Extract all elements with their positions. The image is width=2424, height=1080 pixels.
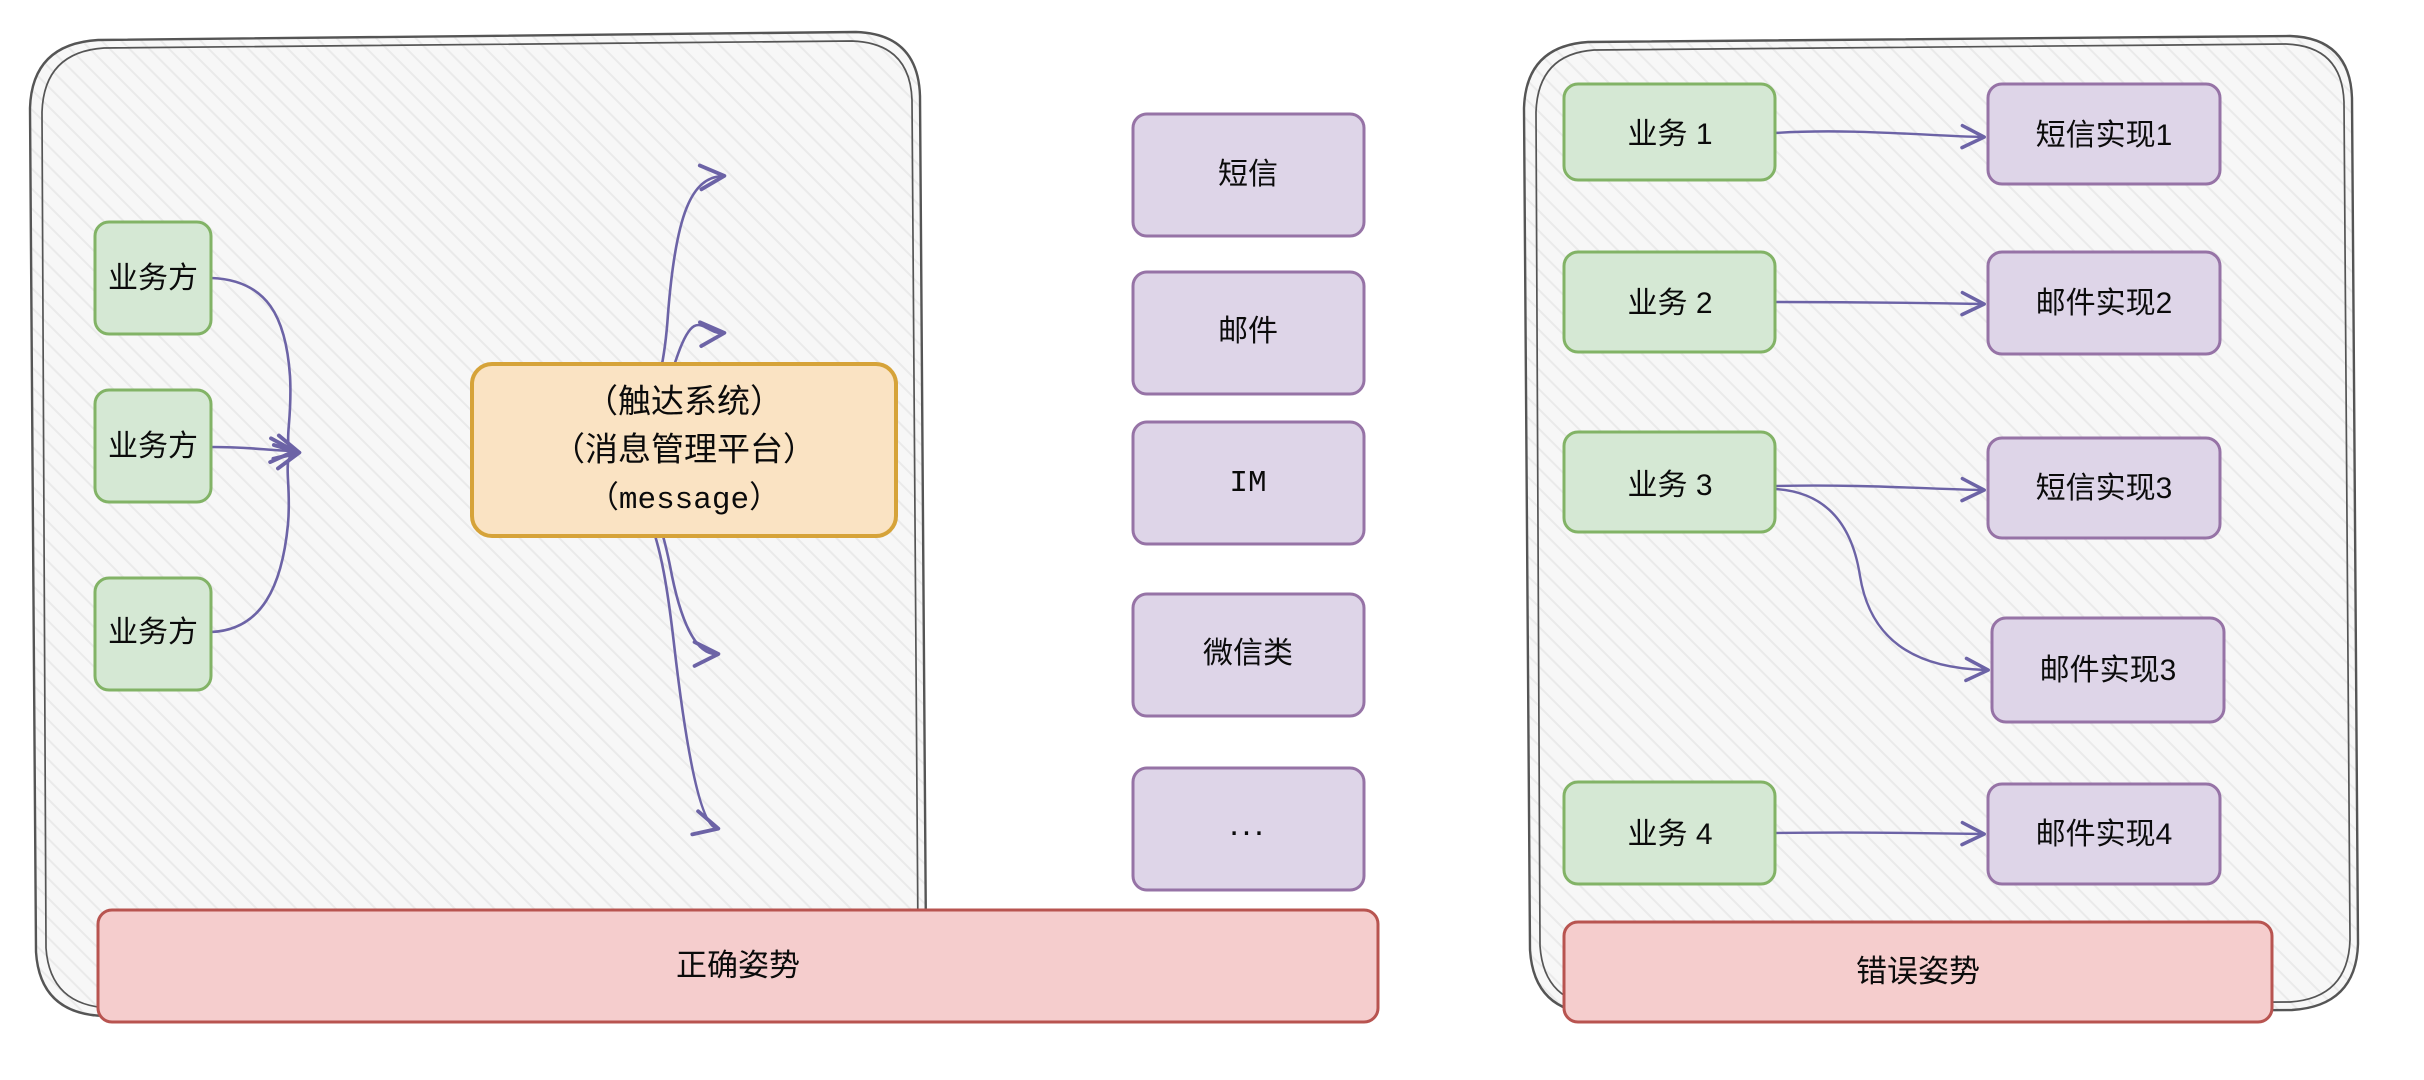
impl-node-mail3-label: 邮件实现3 xyxy=(2040,654,2177,687)
channel-node-wechat-box[interactable] xyxy=(1131,592,1366,718)
channel-node-mail-label: 邮件 xyxy=(1218,315,1278,348)
business-node-2-label: 业务 2 xyxy=(1627,287,1712,320)
impl-node-mail3-box[interactable] xyxy=(1990,616,2226,724)
edge-biz4-mail4 xyxy=(1773,820,1986,847)
channel-node-more-label: ... xyxy=(1229,805,1266,843)
correct-banner-box[interactable] xyxy=(96,908,1380,1024)
channel-node-mail[interactable]: 邮件 xyxy=(1131,270,1366,396)
source-node-1-box[interactable] xyxy=(93,220,213,336)
hub-node-line-2: （消息管理平台） xyxy=(552,431,816,468)
impl-node-mail4-label: 邮件实现4 xyxy=(2036,818,2173,851)
impl-node-sms3[interactable]: 短信实现3 xyxy=(1986,436,2222,540)
source-node-3[interactable]: 业务方 xyxy=(93,576,213,692)
impl-node-sms3-label: 短信实现3 xyxy=(2036,472,2173,505)
channel-node-more-box[interactable] xyxy=(1131,766,1366,892)
business-node-3-box[interactable] xyxy=(1562,430,1777,534)
business-node-4-box[interactable] xyxy=(1562,780,1777,886)
correct-banner-label: 正确姿势 xyxy=(676,948,800,983)
source-node-1-label: 业务方 xyxy=(108,262,198,295)
impl-node-mail2-label: 邮件实现2 xyxy=(2036,287,2173,320)
impl-node-mail4[interactable]: 邮件实现4 xyxy=(1986,782,2222,886)
channel-node-more[interactable]: ... xyxy=(1131,766,1366,892)
channel-node-im-label: IM xyxy=(1229,466,1266,501)
impl-node-sms1-box[interactable] xyxy=(1986,82,2222,186)
business-node-1-box[interactable] xyxy=(1562,82,1777,182)
channel-node-sms[interactable]: 短信 xyxy=(1131,112,1366,238)
impl-node-sms3-box[interactable] xyxy=(1986,436,2222,540)
hub-node-line-1: （触达系统） xyxy=(585,383,783,420)
business-node-2[interactable]: 业务 2 xyxy=(1562,250,1777,354)
channel-node-sms-label: 短信 xyxy=(1218,158,1278,191)
edge-src3-hub xyxy=(209,443,302,634)
source-node-1[interactable]: 业务方 xyxy=(93,220,213,336)
hub-node[interactable]: （触达系统） （消息管理平台） （message） xyxy=(470,362,898,538)
impl-node-mail2[interactable]: 邮件实现2 xyxy=(1986,250,2222,356)
impl-node-sms1[interactable]: 短信实现1 xyxy=(1986,82,2222,186)
impl-node-mail3[interactable]: 邮件实现3 xyxy=(1990,616,2226,724)
wrong-banner[interactable]: 错误姿势 xyxy=(1562,920,2274,1024)
source-node-2-box[interactable] xyxy=(93,388,213,504)
impl-node-mail2-box[interactable] xyxy=(1986,250,2222,356)
hub-node-box[interactable] xyxy=(470,362,898,538)
channel-node-wechat[interactable]: 微信类 xyxy=(1131,592,1366,718)
business-node-1[interactable]: 业务 1 xyxy=(1562,82,1777,182)
correct-panel: 业务方 业务方 业务方 （触达系统） （消息管理平台） （message） 短信… xyxy=(28,30,1380,1024)
channel-node-sms-box[interactable] xyxy=(1131,112,1366,238)
business-node-2-box[interactable] xyxy=(1562,250,1777,354)
correct-banner[interactable]: 正确姿势 xyxy=(96,908,1380,1024)
business-node-4-label: 业务 4 xyxy=(1627,818,1712,851)
hub-node-line-3: （message） xyxy=(588,482,780,518)
channel-node-wechat-label: 微信类 xyxy=(1203,637,1293,670)
impl-node-mail4-box[interactable] xyxy=(1986,782,2222,886)
business-node-3-label: 业务 3 xyxy=(1627,469,1712,502)
edges-sources-to-hub xyxy=(209,276,302,634)
source-node-2[interactable]: 业务方 xyxy=(93,388,213,504)
business-node-1-label: 业务 1 xyxy=(1627,118,1712,151)
wrong-banner-box[interactable] xyxy=(1562,920,2274,1024)
source-node-2-label: 业务方 xyxy=(108,430,198,463)
source-node-3-box[interactable] xyxy=(93,576,213,692)
wrong-banner-label: 错误姿势 xyxy=(1856,954,1980,989)
wrong-panel-edges xyxy=(1773,123,1990,847)
channel-node-im-box[interactable] xyxy=(1131,420,1366,546)
edge-biz3-sms3 xyxy=(1773,476,1986,503)
edge-biz1-sms1 xyxy=(1773,123,1986,150)
channel-node-mail-box[interactable] xyxy=(1131,270,1366,396)
impl-node-sms1-label: 短信实现1 xyxy=(2036,119,2173,152)
edge-biz3-mail3 xyxy=(1773,487,1990,683)
edge-biz2-mail2 xyxy=(1773,290,1986,317)
channel-node-im[interactable]: IM xyxy=(1131,420,1366,546)
business-node-3[interactable]: 业务 3 xyxy=(1562,430,1777,534)
source-node-3-label: 业务方 xyxy=(108,616,198,649)
wrong-panel: 业务 1 业务 2 业务 3 业务 4 短信实现1 邮件实现2 短信实现3 xyxy=(1522,34,2360,1024)
business-node-4[interactable]: 业务 4 xyxy=(1562,780,1777,886)
